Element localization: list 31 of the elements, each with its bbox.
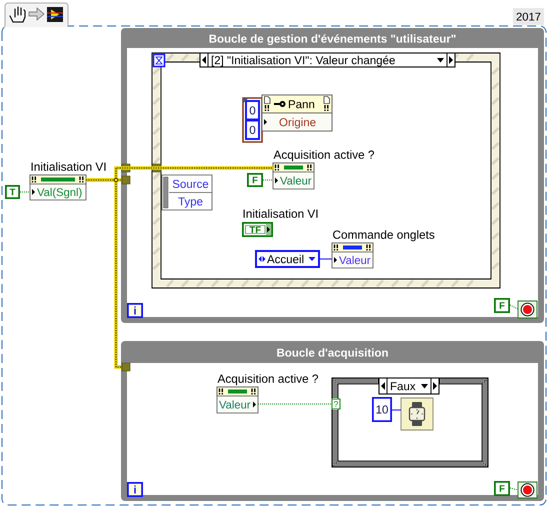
node-label: Initialisation VI: [32, 162, 106, 171]
boolean-constant: F: [494, 298, 510, 313]
selector-terminal: ?: [332, 398, 340, 410]
node-label: Acquisition active ?: [218, 374, 318, 386]
node-label: Initialisation VI: [244, 209, 318, 218]
event-selector: [2] "Initialisation VI": Valeur changée: [200, 52, 456, 68]
node-label: Commande onglets: [333, 230, 434, 242]
wire: [86, 178, 122, 369]
numeric-constant: 10: [372, 397, 392, 422]
property-node: Valeur: [216, 386, 258, 414]
property-row: Origine: [262, 112, 332, 132]
node-label: Acquisition active ?: [274, 150, 374, 162]
property-node: Valeur: [272, 162, 314, 190]
loop-title: Boucle d'acquisition: [277, 348, 388, 360]
enum-constant: Accueil: [255, 250, 320, 268]
numeric-constant: 0: [245, 120, 260, 140]
boolean-constant: F: [247, 173, 263, 187]
wire: [510, 304, 518, 310]
iteration-terminal: i: [127, 303, 143, 318]
boolean-constant: F: [494, 481, 510, 496]
junction-dot: [114, 178, 118, 182]
field-name: Source: [172, 180, 208, 188]
field-name: Type: [178, 197, 202, 208]
numeric-constant: 0: [245, 100, 260, 120]
boolean-constant: T: [5, 185, 20, 199]
wire: [320, 258, 332, 260]
loop-title: Boucle de gestion d'événements "utilisateur": [210, 34, 456, 46]
property-node: Valeur: [332, 242, 374, 268]
wire: [510, 488, 518, 490]
iteration-terminal: i: [127, 482, 143, 497]
year-tab: 2017: [513, 8, 544, 25]
